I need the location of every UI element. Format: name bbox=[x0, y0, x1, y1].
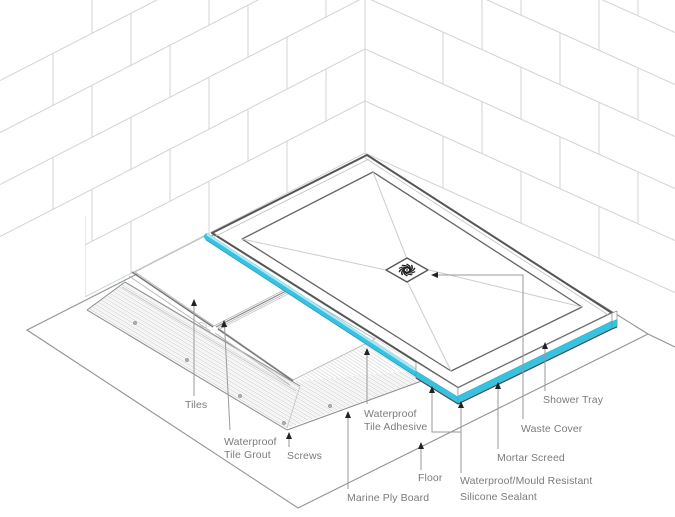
silicone-sealant-strip bbox=[203, 233, 422, 379]
callout-tiles: Tiles bbox=[185, 299, 207, 411]
screws bbox=[133, 321, 332, 425]
callout-marine-ply-board: Marine Ply Board bbox=[345, 411, 429, 504]
label-grout-line2: Tile Grout bbox=[224, 449, 271, 461]
label-tiles: Tiles bbox=[185, 399, 207, 411]
callout-floor: Floor bbox=[418, 442, 443, 484]
tray-slope-lines bbox=[241, 171, 583, 372]
label-waste-cover: Waste Cover bbox=[521, 423, 583, 435]
label-mortar-screed: Mortar Screed bbox=[497, 452, 565, 464]
label-shower-tray: Shower Tray bbox=[543, 394, 604, 406]
wood-knot bbox=[199, 322, 207, 328]
waste-cover bbox=[385, 257, 429, 283]
screw bbox=[185, 358, 189, 362]
callout-waterproof-tile-grout: Waterproof Tile Grout bbox=[221, 320, 277, 461]
left-wall-tiles bbox=[0, 0, 365, 298]
right-wall-tiles bbox=[365, 0, 675, 293]
label-sealant-line2: Silicone Sealant bbox=[460, 491, 537, 503]
grout-gap bbox=[215, 289, 289, 328]
tray-bottom-edge bbox=[415, 326, 618, 405]
callout-waterproof-tile-adhesive: Waterproof Tile Adhesive bbox=[364, 348, 427, 433]
screw bbox=[282, 421, 286, 425]
callout-mortar-screed: Mortar Screed bbox=[495, 382, 565, 464]
label-sealant-line1: Waterproof/Mould Resistant bbox=[460, 475, 592, 487]
label-floor: Floor bbox=[418, 472, 443, 484]
shower-tray bbox=[211, 154, 618, 405]
tray-side-east-corner bbox=[611, 310, 618, 330]
callout-shower-tray: Shower Tray bbox=[542, 342, 604, 406]
label-marine-ply: Marine Ply Board bbox=[347, 492, 429, 504]
screw bbox=[238, 394, 242, 398]
callout-screws: Screws bbox=[286, 432, 322, 462]
floor-tile-2 bbox=[217, 289, 376, 381]
tray-side-sw bbox=[415, 361, 459, 405]
callout-silicone-sealant: Waterproof/Mould Resistant Silicone Seal… bbox=[429, 386, 592, 503]
drain-swirl-icon bbox=[398, 263, 416, 277]
label-adhesive-line2: Tile Adhesive bbox=[364, 421, 427, 433]
screw bbox=[133, 321, 137, 325]
label-grout-line1: Waterproof bbox=[224, 436, 277, 448]
callout-waste-cover: Waste Cover bbox=[431, 272, 583, 435]
screw bbox=[328, 404, 332, 408]
label-adhesive-line1: Waterproof bbox=[364, 408, 417, 420]
floor-tiles bbox=[128, 234, 376, 386]
label-screws: Screws bbox=[287, 450, 322, 462]
